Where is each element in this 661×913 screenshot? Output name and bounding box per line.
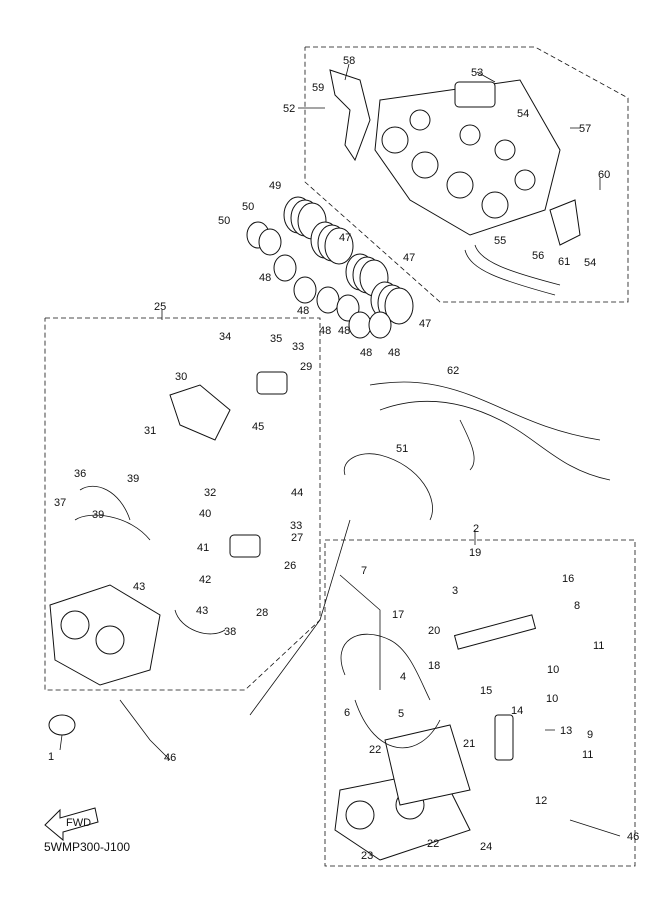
callout: 33 [292,341,304,353]
callout: 6 [344,707,350,719]
callout: 1 [48,751,54,763]
injector-assembly-2 [334,574,537,861]
callout: 50 [218,215,230,227]
callout: 48 [319,325,331,337]
wire-harness-51 [343,453,433,521]
callouts: 59 58 52 53 54 57 60 61 54 55 56 49 50 5… [48,55,639,862]
callout: 21 [463,738,475,750]
callout: 35 [270,333,282,345]
callout: 13 [560,725,572,737]
callout: 7 [361,565,367,577]
callout: 12 [535,795,547,807]
callout: 42 [199,574,211,586]
callout: 57 [579,123,591,135]
callout: 2 [473,523,479,535]
callout: 11 [593,640,604,652]
callout: 24 [480,841,492,853]
callout: 46 [164,752,176,764]
callout: 20 [428,625,440,637]
leader-lines [59,63,621,837]
callout: 11 [582,749,593,761]
group-box-52 [304,46,629,303]
callout: 50 [242,201,254,213]
callout: 59 [312,82,324,94]
callout: 43 [133,581,145,593]
throttle-body-assembly [329,69,581,296]
callout: 36 [74,468,86,480]
callout: 4 [400,671,406,683]
fwd-arrow-icon: FWD [44,807,99,842]
callout: 54 [584,257,596,269]
callout: 19 [469,547,481,559]
group-box-2 [324,539,636,867]
callout: 48 [388,347,400,359]
callout: 33 [290,520,302,532]
callout: 61 [558,256,570,268]
callout: 47 [419,318,431,330]
callout: 15 [480,685,492,697]
callout: 23 [361,850,373,862]
diagram-code: 5WMP300-J100 [44,840,131,854]
callout: 14 [511,705,523,717]
callout: 10 [546,693,558,705]
callout: 46 [627,831,639,843]
callout: 48 [338,325,350,337]
callout: 28 [256,607,268,619]
callout: 43 [196,605,208,617]
callout: 10 [547,664,559,676]
callout: 17 [392,609,404,621]
svg-text:FWD: FWD [66,817,91,829]
callout: 30 [175,371,187,383]
callout: 41 [197,542,209,554]
callout: 3 [452,585,458,597]
callout: 39 [127,473,139,485]
callout: 31 [144,425,156,437]
callout: 39 [92,509,104,521]
callout: 58 [343,55,355,67]
callout: 8 [574,600,580,612]
callout: 37 [54,497,66,509]
throttle-body-25 [48,371,288,736]
callout: 48 [259,272,271,284]
callout: 45 [252,421,264,433]
callout: 60 [598,169,610,181]
callout: 40 [199,508,211,520]
callout: 26 [284,560,296,572]
callout: 51 [396,443,408,455]
callout: 52 [283,103,295,115]
callout: 56 [532,250,544,262]
callout: 32 [204,487,216,499]
callout: 22 [427,838,439,850]
callout: 34 [219,331,231,343]
callout: 5 [398,708,404,720]
callout: 48 [360,347,372,359]
callout: 62 [447,365,459,377]
callout: 55 [494,235,506,247]
group-box-25 [44,317,321,691]
callout: 29 [300,361,312,373]
callout: 16 [562,573,574,585]
callout: 44 [291,487,303,499]
callout: 54 [517,108,529,120]
callout: 22 [369,744,381,756]
wire-harness-62 [369,381,611,481]
callout: 48 [297,305,309,317]
callout: 9 [587,729,593,741]
callout: 25 [154,301,166,313]
callout: 18 [428,660,440,672]
callout: 27 [291,532,303,544]
callout: 53 [471,67,483,79]
intake-joints [246,196,414,339]
callout: 47 [403,252,415,264]
callout: 38 [224,626,236,638]
callout: 47 [339,232,351,244]
callout: 49 [269,180,281,192]
